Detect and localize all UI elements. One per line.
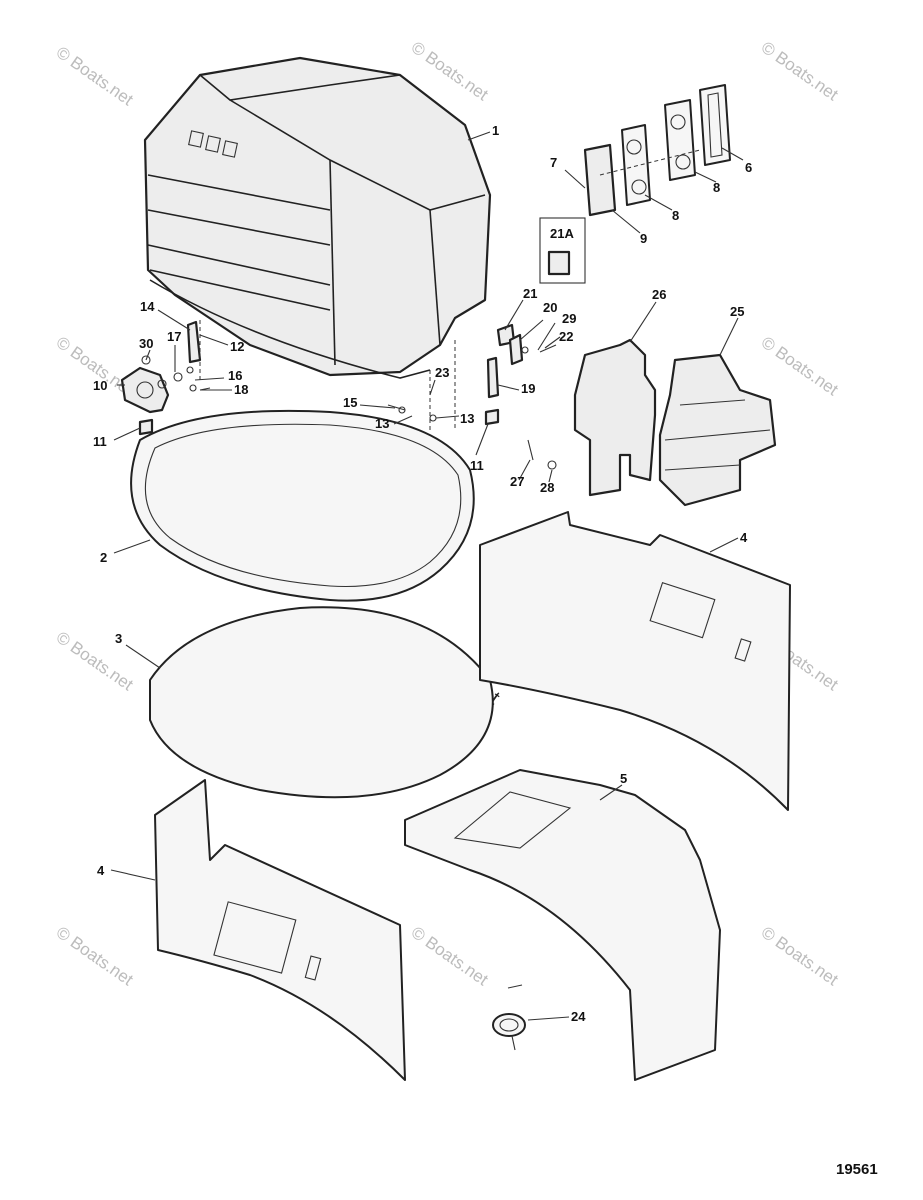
part-5-shield bbox=[404, 769, 721, 1081]
part-3-seal bbox=[149, 606, 494, 799]
callout-21: 21 bbox=[523, 286, 537, 301]
callout-20: 20 bbox=[543, 300, 557, 315]
callout-22: 22 bbox=[559, 329, 573, 344]
callout-8-a: 8 bbox=[713, 180, 720, 195]
callout-4-right: 4 bbox=[740, 530, 748, 545]
part-10-latch bbox=[120, 366, 170, 414]
callouts: 1 2 3 4 4 5 6 7 8 8 9 10 11 11 12 13 13 … bbox=[93, 123, 752, 1024]
callout-15: 15 bbox=[343, 395, 357, 410]
callout-11-left: 11 bbox=[93, 434, 107, 449]
watermark: © Boats.net bbox=[53, 923, 137, 990]
callout-5: 5 bbox=[620, 771, 627, 786]
part-6-filter bbox=[699, 84, 731, 166]
watermark: © Boats.net bbox=[53, 43, 137, 110]
part-24-grommet bbox=[492, 984, 526, 1051]
part-4-liner-left bbox=[154, 779, 406, 1081]
part-8-gasket bbox=[664, 99, 696, 181]
watermark: © Boats.net bbox=[758, 333, 842, 400]
callout-9: 9 bbox=[640, 231, 647, 246]
callout-19: 19 bbox=[521, 381, 535, 396]
callout-30: 30 bbox=[139, 336, 153, 351]
callout-17: 17 bbox=[167, 329, 181, 344]
callout-14: 14 bbox=[140, 299, 155, 314]
assembly-lines bbox=[199, 149, 701, 430]
part-8-gasket-2 bbox=[621, 124, 651, 206]
callout-21a: 21A bbox=[550, 226, 574, 241]
callout-26: 26 bbox=[652, 287, 666, 302]
callout-7: 7 bbox=[550, 155, 557, 170]
part-4-liner-right bbox=[479, 511, 791, 811]
callout-18: 18 bbox=[234, 382, 248, 397]
callout-6: 6 bbox=[745, 160, 752, 175]
callout-2: 2 bbox=[100, 550, 107, 565]
part-9-baffle bbox=[583, 143, 617, 217]
part-1-top-cowl bbox=[143, 56, 492, 379]
watermark: © Boats.net bbox=[758, 923, 842, 990]
callout-11-right: 11 bbox=[470, 458, 484, 473]
callout-12: 12 bbox=[230, 339, 244, 354]
callout-16: 16 bbox=[228, 368, 242, 383]
watermark: © Boats.net bbox=[408, 923, 492, 990]
callout-10: 10 bbox=[93, 378, 107, 393]
callout-13-right: 13 bbox=[460, 411, 474, 426]
callout-27: 27 bbox=[510, 474, 524, 489]
callout-24: 24 bbox=[571, 1009, 586, 1024]
callout-3: 3 bbox=[115, 631, 122, 646]
watermark: © Boats.net bbox=[53, 628, 137, 695]
callout-28: 28 bbox=[540, 480, 554, 495]
watermark: © Boats.net bbox=[758, 38, 842, 105]
callout-1: 1 bbox=[492, 123, 499, 138]
part-2-seal bbox=[130, 409, 475, 602]
part-26-insulator bbox=[573, 338, 657, 497]
callout-29: 29 bbox=[562, 311, 576, 326]
callout-8-b: 8 bbox=[672, 208, 679, 223]
leader-lines bbox=[110, 131, 744, 1021]
callout-23: 23 bbox=[435, 365, 449, 380]
part-25-cover bbox=[658, 353, 777, 507]
callout-13-left: 13 bbox=[375, 416, 389, 431]
figure-number: 19561 bbox=[836, 1161, 878, 1178]
part-21a-inset bbox=[539, 217, 586, 284]
hardware-small-parts bbox=[138, 320, 557, 470]
callout-25: 25 bbox=[730, 304, 744, 319]
callout-4-left: 4 bbox=[97, 863, 105, 878]
